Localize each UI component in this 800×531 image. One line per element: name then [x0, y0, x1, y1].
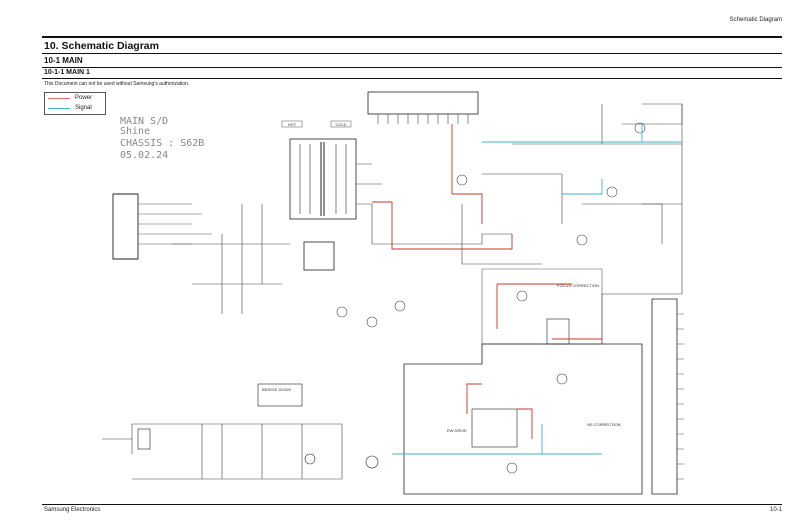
stamp-line-4: 05.02.24 [120, 150, 168, 161]
stamp-line-1: MAIN S/D [120, 116, 168, 127]
top-rule [42, 36, 782, 38]
footer-company: Samsung Electronics [44, 507, 101, 513]
subsection-rule [42, 78, 782, 79]
focus-correction-label: FOCUS CORRECTION [557, 283, 599, 288]
trace-legend: Power Signal [44, 92, 106, 115]
footer-rule [42, 504, 782, 505]
subsection-title: 10-1-1 MAIN 1 [44, 69, 90, 76]
legend-power: Power [48, 94, 92, 102]
bridge-diode-label: BRIDGE DIODE [262, 387, 291, 392]
authorization-notice: This Document can not be used without Sa… [44, 81, 190, 87]
legend-power-label: Power [75, 95, 93, 101]
page-title: 10. Schematic Diagram [44, 40, 159, 52]
title-rule [42, 53, 782, 54]
ew-drive-label: EW DRIVE [447, 428, 467, 433]
section-title: 10-1 MAIN [44, 56, 83, 65]
stamp-line-3: CHASSIS : S62B [120, 138, 204, 149]
power-line-swatch [48, 97, 70, 99]
schematic-diagram: HOT COLD MAIN S/D Shine CHASSIS : S62B 0… [102, 91, 684, 495]
footer-page-number: 10-1 [769, 507, 782, 513]
stamp-line-2: Shine [120, 126, 150, 137]
signal-line-swatch [48, 107, 70, 109]
ns-correction-label: NS CORRECTION [587, 422, 621, 427]
running-header: Schematic Diagram [729, 17, 782, 23]
section-rule [42, 67, 782, 68]
legend-signal-label: Signal [75, 105, 92, 111]
hot-tag: HOT [288, 122, 297, 127]
cold-tag: COLD [335, 122, 346, 127]
legend-signal: Signal [48, 104, 92, 112]
